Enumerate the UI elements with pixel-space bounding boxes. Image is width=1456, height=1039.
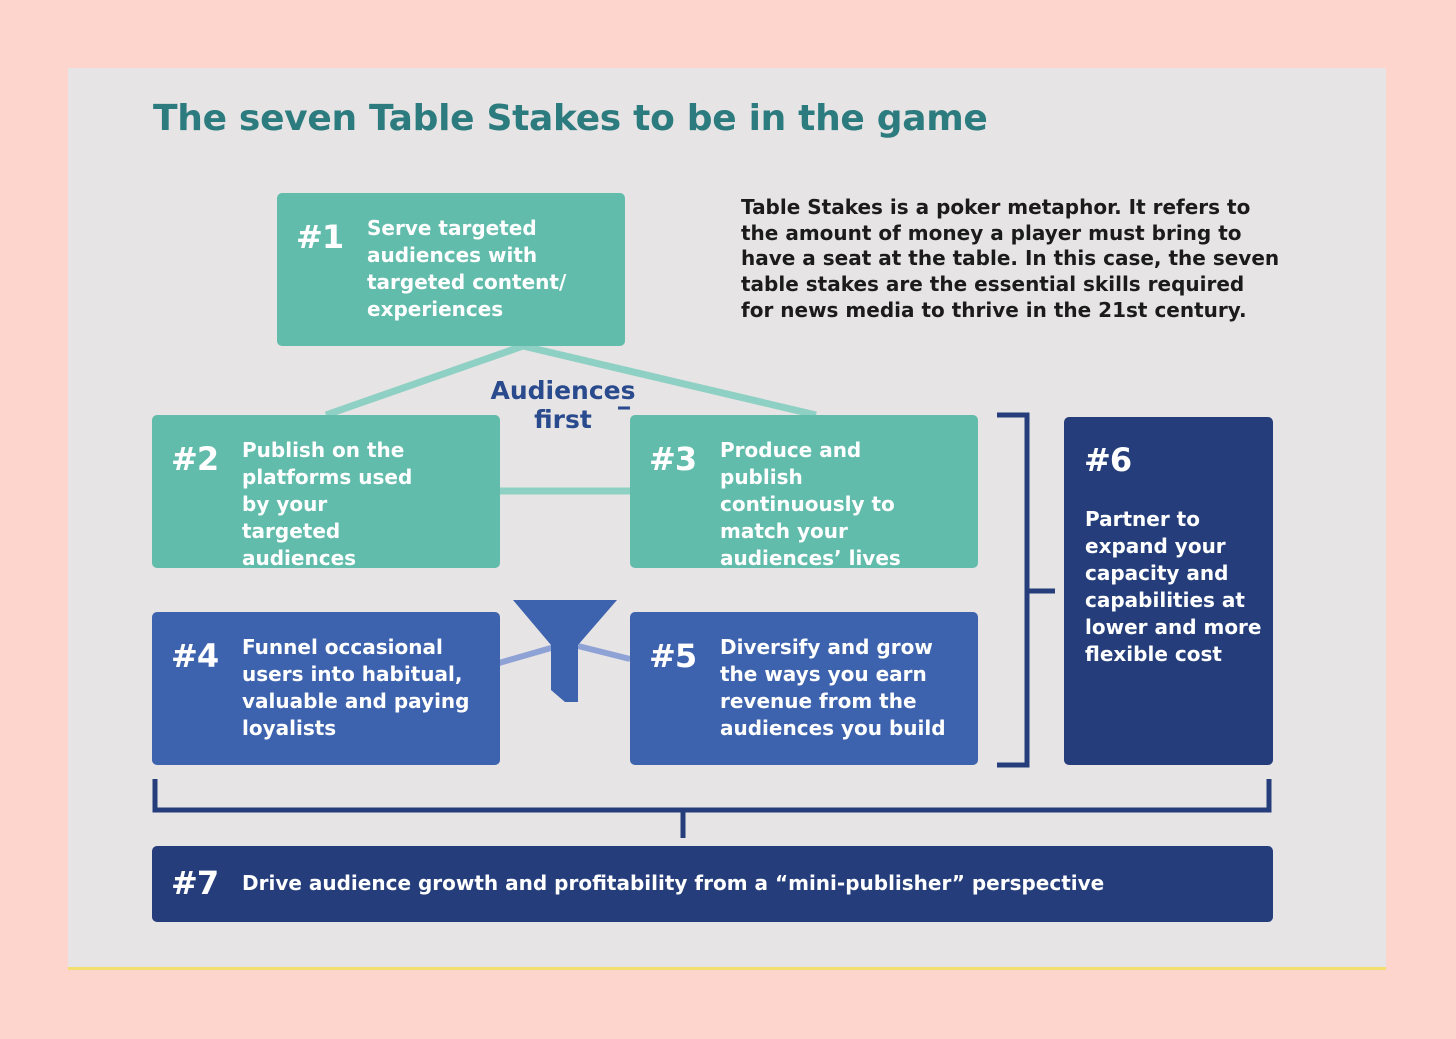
intro-text: Table Stakes is a poker metaphor. It ref… <box>741 195 1280 322</box>
connector-1-2 <box>324 342 525 419</box>
stake-7-box: #7 Drive audience growth and profitabili… <box>152 846 1273 922</box>
stake-1-box: #1 Serve targeted audiences with targete… <box>277 193 625 346</box>
stake-2-text: Publish on the platforms used by your ta… <box>242 438 413 570</box>
connector-4-funnel <box>498 643 559 666</box>
right-bracket <box>997 412 1055 768</box>
stake-7-number: #7 <box>171 864 219 902</box>
stake-7-text: Drive audience growth and profitability … <box>242 871 1105 895</box>
stake-2-box: #2 Publish on the platforms used by your… <box>152 415 500 570</box>
slide: The seven Table Stakes to be in the game… <box>68 68 1386 970</box>
stake-4-box: #4 Funnel occasional users into habitual… <box>152 612 500 765</box>
stake-3-text: Produce and publish continuously to matc… <box>720 438 901 570</box>
bottom-bracket <box>152 779 1272 838</box>
stake-6-box: #6 Partner to expand your capacity and c… <box>1064 417 1273 765</box>
stake-5-box: #5 Diversify and grow the ways you earn … <box>630 612 978 765</box>
stake-4-number: #4 <box>171 637 219 675</box>
stake-1-text: Serve targeted audiences with targeted c… <box>367 216 567 321</box>
stake-1-number: #1 <box>296 218 344 256</box>
funnel-icon <box>513 600 617 702</box>
stake-5-text: Diversify and grow the ways you earn rev… <box>720 635 946 740</box>
stake-3-box: #3 Produce and publish continuously to m… <box>630 415 978 570</box>
stake-6-text: Partner to expand your capacity and capa… <box>1085 507 1262 666</box>
stake-5-number: #5 <box>649 637 697 675</box>
stake-2-number: #2 <box>171 440 219 478</box>
connector-1-3 <box>522 342 817 419</box>
stake-6-number: #6 <box>1084 441 1132 479</box>
connector-funnel-5 <box>577 643 631 662</box>
stake-3-number: #3 <box>649 440 697 478</box>
connector-lines <box>152 342 1272 838</box>
slide-title: The seven Table Stakes to be in the game <box>153 98 988 139</box>
audiences-first-label: Audiences first <box>490 376 636 434</box>
stake-4-text: Funnel occasional users into habitual, v… <box>242 635 470 740</box>
